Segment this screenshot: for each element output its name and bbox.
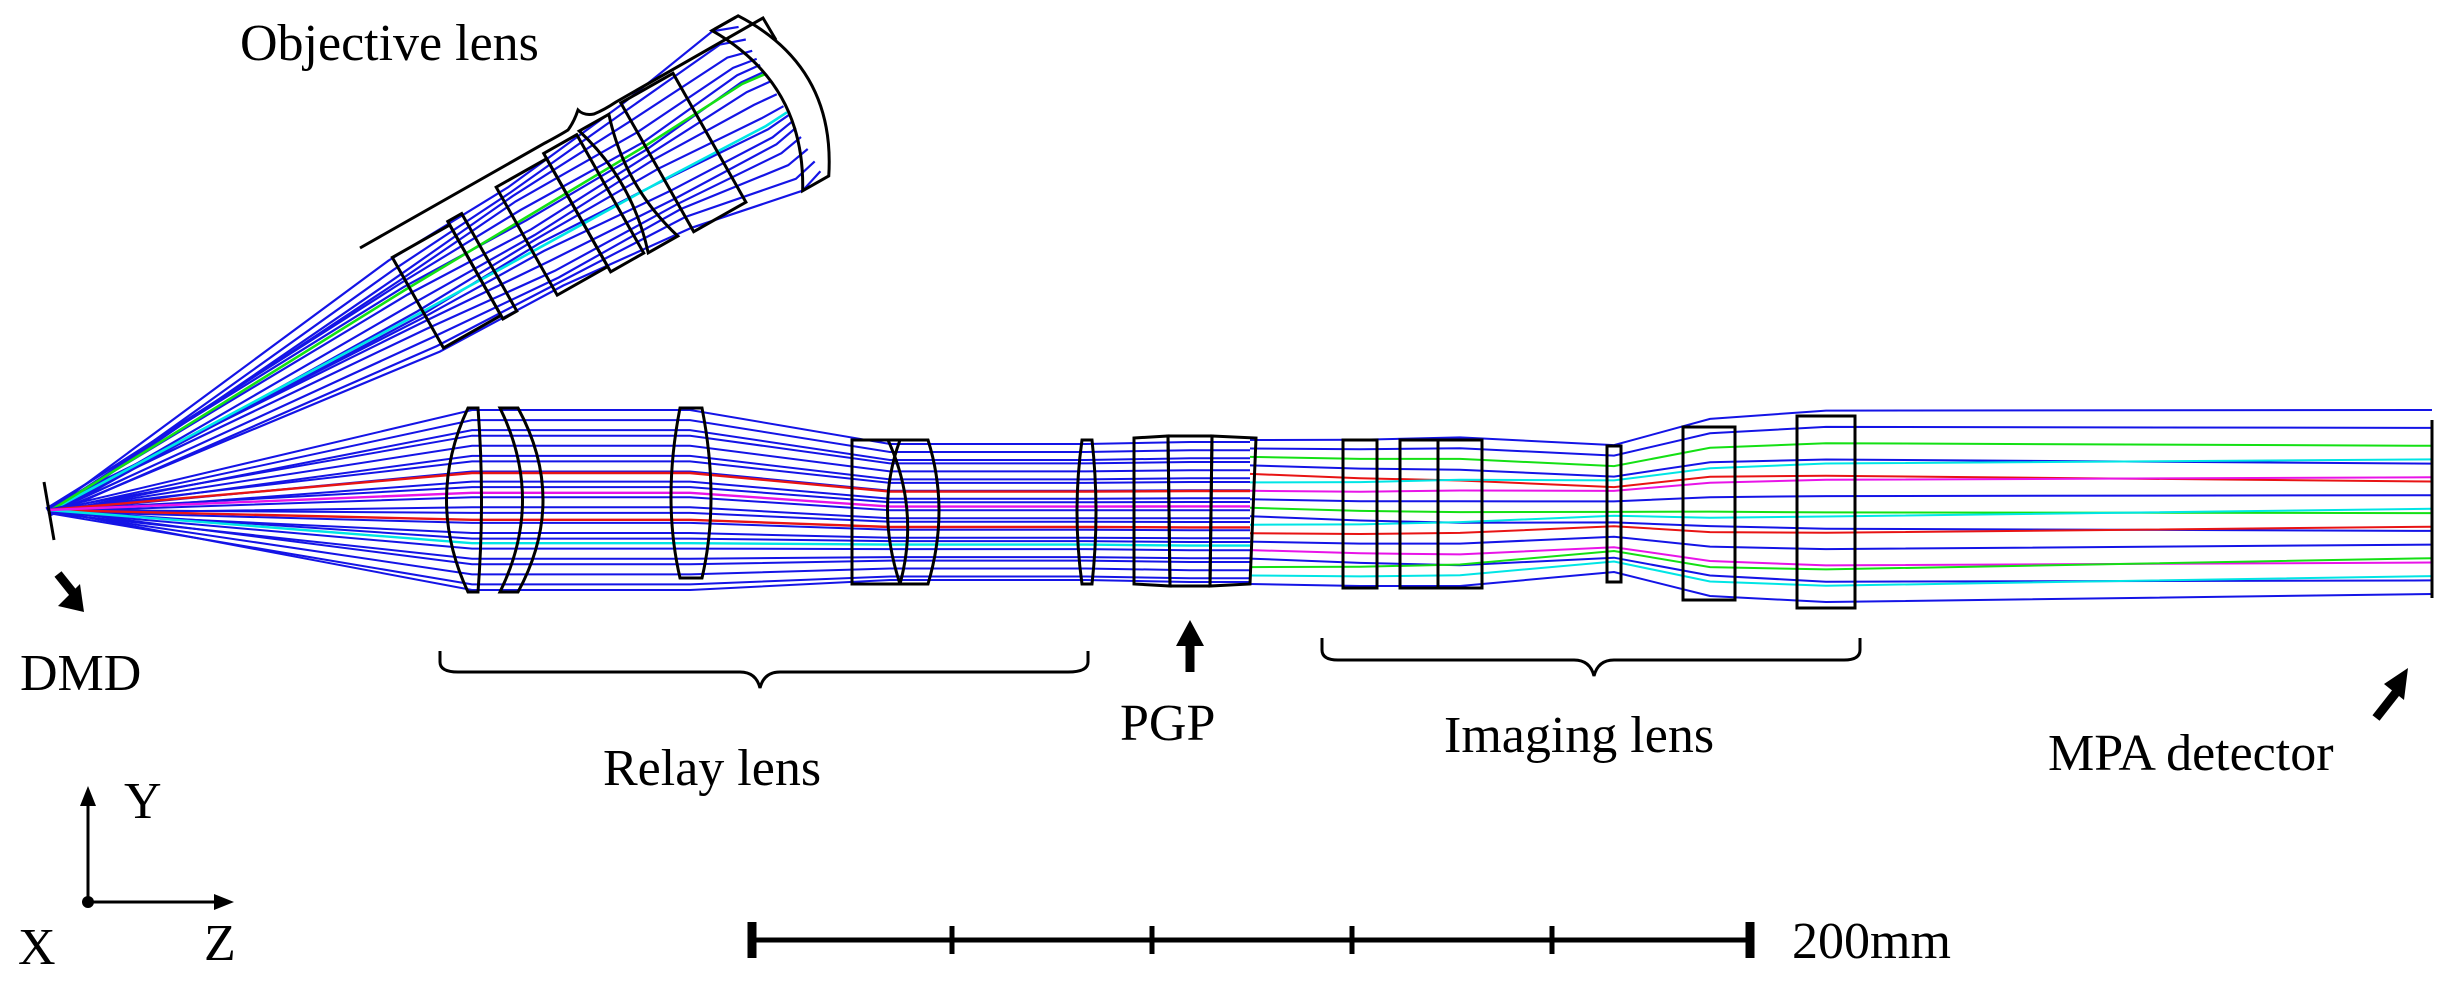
relay-ray (47, 509, 1250, 523)
relay-lens-element-6 (1075, 438, 1098, 586)
imaging-ray (1249, 472, 2433, 489)
relay-ray (47, 506, 1250, 520)
relay-ray-colored-3 (47, 491, 1250, 512)
pgp-label: PGP (1120, 695, 1215, 752)
objective-ray (47, 57, 758, 514)
objective-ray (45, 70, 765, 510)
dispersed-ray-bundle (1249, 409, 2433, 604)
objective-ray (49, 105, 785, 517)
relay-ray (47, 509, 1250, 591)
imaging-lens-element-1 (1341, 438, 1379, 590)
imaging-ray (1249, 458, 2433, 478)
relay-lens-element-3 (669, 406, 713, 580)
imaging-ray (1249, 546, 2433, 567)
relay-lens-label: Relay lens (603, 740, 821, 797)
imaging-lens-element-4 (1605, 444, 1623, 584)
imaging-lens-element-5 (1681, 425, 1737, 602)
axis-z-label: Z (204, 915, 236, 972)
imaging-ray (1249, 494, 2433, 503)
objective-lens-label: Objective lens (240, 15, 539, 72)
relay-ray (47, 510, 1250, 532)
imaging-ray (1249, 506, 2433, 515)
objective-ray (48, 114, 790, 515)
objective-ray (46, 80, 771, 512)
objective-lens-element-7 (708, 14, 831, 194)
imaging-ray (1249, 476, 2433, 493)
relay-ray (47, 434, 1250, 511)
objective-ray (46, 120, 793, 512)
mpa-detector-arrow (2372, 668, 2408, 721)
scale-bar-label: 200mm (1792, 913, 1951, 970)
imaging-ray (1249, 458, 2433, 484)
pointer-arrows (54, 571, 2408, 721)
imaging-ray (1249, 560, 2433, 587)
relay-ray (47, 510, 1250, 576)
imaging-ray (1249, 442, 2433, 468)
imaging-lens-label: Imaging lens (1444, 707, 1714, 764)
objective-brace (359, 15, 778, 250)
imaging-brace (1320, 638, 1862, 677)
relay-ray-colored-1 (47, 471, 1250, 512)
objective-ray (49, 49, 753, 517)
mpa-detector-label: MPA detector (2048, 725, 2334, 782)
imaging-ray (1249, 570, 2433, 604)
relay-ray (47, 429, 1250, 514)
relay-ray (47, 486, 1250, 511)
axis-y-label: Y (124, 773, 162, 830)
objective-lens-element-6 (618, 71, 748, 234)
dmd-label: DMD (20, 645, 141, 702)
objective-ray (48, 148, 809, 515)
pgp-arrow (1176, 620, 1204, 672)
imaging-ray (1249, 535, 2433, 551)
relay-ray (47, 496, 1250, 513)
relay-lens-element-5 (885, 438, 941, 586)
objective-ray (49, 160, 816, 517)
objective-lens-element-2 (445, 211, 519, 322)
relay-ray (47, 512, 1250, 560)
imaging-ray (1249, 556, 2433, 583)
relay-ray (47, 509, 1250, 566)
imaging-lens-element-6 (1795, 414, 1857, 610)
objective-ray (46, 136, 802, 512)
objective-ray (48, 93, 778, 516)
relay-ray (47, 512, 1250, 586)
objective-ray (45, 127, 797, 510)
imaging-ray (1249, 425, 2433, 457)
objective-ray (49, 38, 747, 516)
objective-lens-element-5 (576, 111, 681, 256)
relay-lens-element-1 (445, 406, 483, 594)
dmd-arrow (54, 571, 84, 612)
axis-x-label: X (18, 919, 56, 976)
imaging-ray (1249, 549, 2433, 571)
objective-ray-green (47, 72, 766, 514)
dmd-plane (42, 481, 56, 541)
group-braces (359, 15, 1862, 689)
objective-ray (45, 63, 761, 511)
coordinate-axes: Y X Z (18, 773, 236, 976)
relay-brace (438, 651, 1090, 689)
imaging-lens-element-3 (1436, 438, 1484, 590)
pgp-prism-2 (1208, 434, 1258, 588)
objective-lens-group (390, 14, 831, 351)
objective-lens-element-7-edge (713, 16, 737, 31)
lens-elements (42, 14, 2434, 610)
objective-ray (47, 25, 739, 513)
imaging-ray (1249, 525, 2433, 536)
objective-lens-element-4 (541, 132, 646, 274)
relay-ray (47, 480, 1250, 514)
imaging-ray (1249, 515, 2433, 532)
objective-ray-cyan (47, 111, 788, 514)
objective-ray-bundle (45, 25, 822, 517)
relay-ray (47, 419, 1250, 513)
relay-ray-colored-0 (47, 508, 1250, 529)
relay-lens-element-2 (497, 406, 545, 594)
scale-bar: 200mm (747, 913, 1951, 970)
imaging-ray (1249, 507, 2433, 526)
